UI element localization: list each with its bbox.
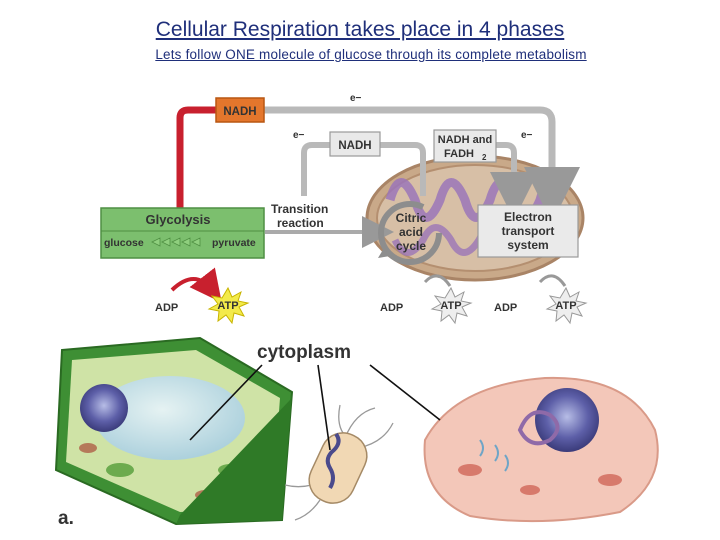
glycolysis-box: Glycolysis glucose pyruvate [100,207,265,259]
svg-text:pyruvate: pyruvate [212,237,256,249]
svg-text:NADH: NADH [223,106,256,118]
svg-text:Glycolysis: Glycolysis [145,212,210,227]
transition-label-2: reaction [277,216,324,230]
page-title: Cellular Respiration takes place in 4 ph… [155,18,565,41]
atp-output-citric: ADP ATP [380,274,473,325]
transition-label: Transition [271,202,328,216]
svg-text:ATP: ATP [555,300,576,312]
svg-text:NADH: NADH [338,140,371,152]
svg-text:system: system [507,238,548,252]
cytoplasm-pointers [189,364,441,451]
svg-text:2: 2 [482,153,487,162]
electron-transport-box: Electron transport system [477,204,579,258]
bacterium-illustration [284,404,394,521]
svg-text:glucose: glucose [104,237,144,249]
svg-text:ATP: ATP [440,300,461,312]
svg-text:Electron: Electron [504,210,552,224]
svg-text:transport: transport [502,224,555,238]
panel-label: a. [58,508,74,529]
svg-text:NADH and: NADH and [438,134,492,146]
animal-cell-illustration [423,376,659,523]
electron-label-right: e− [521,130,533,141]
citric-acid-cycle: Citric acid cycle [378,201,442,265]
electron-label-top: e− [350,93,362,104]
nadh-arrows [176,106,580,248]
nadh-fadh-box: NADH and FADH 2 [433,129,497,163]
electron-label-left: e− [293,130,305,141]
svg-text:cycle: cycle [396,239,426,253]
nadh-box-middle: NADH [329,131,381,157]
svg-text:ADP: ADP [380,302,403,314]
svg-text:Citric: Citric [396,211,427,225]
svg-text:acid: acid [399,225,423,239]
page-subtitle: Lets follow ONE molecule of glucose thro… [155,47,587,62]
nadh-box-top: NADH [215,97,265,123]
atp-output-electron-transport: ADP ATP [494,274,588,325]
cytoplasm-label: cytoplasm [257,342,351,363]
svg-text:ADP: ADP [155,302,178,314]
svg-text:ATP: ATP [217,300,238,312]
svg-text:FADH: FADH [444,148,474,160]
svg-text:ADP: ADP [494,302,517,314]
plant-cell-illustration [54,336,294,526]
atp-output-glycolysis: ADP ATP [155,267,250,325]
